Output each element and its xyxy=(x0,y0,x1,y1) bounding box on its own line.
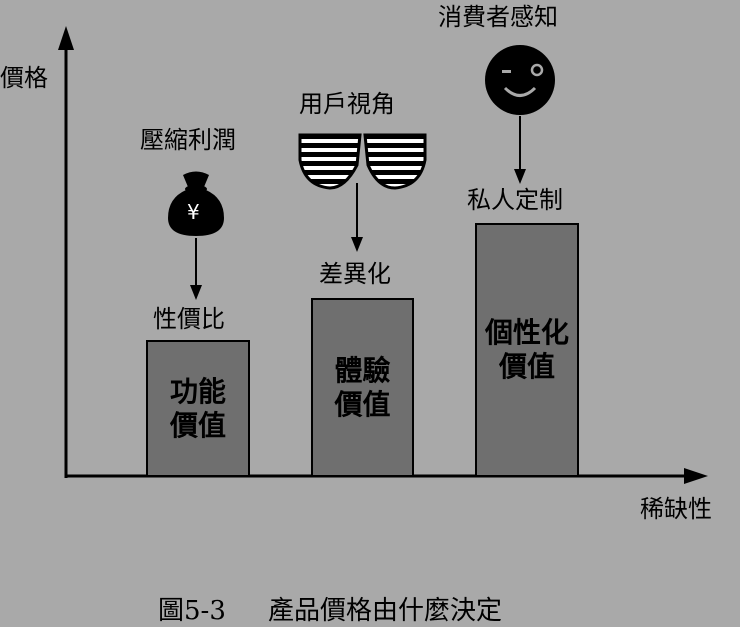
bar-3-line-1: 個性化 xyxy=(484,316,569,350)
bar-2-line-2: 價值 xyxy=(334,387,391,421)
winking-smiley-icon xyxy=(485,45,555,115)
driver-label-1: 壓縮利潤 xyxy=(140,126,236,154)
bar-personalized-value: 個性化 價值 xyxy=(475,223,579,477)
arrow-1 xyxy=(190,238,202,300)
bar-3-line-2: 價值 xyxy=(498,350,555,383)
figure-caption: 產品價格由什麼決定 xyxy=(268,596,503,626)
bar-2-line-1: 體驗 xyxy=(334,353,391,387)
bar-1-line-1: 功能 xyxy=(169,374,226,408)
arrow-2 xyxy=(351,183,363,252)
bar-experience-value: 體驗 價值 xyxy=(311,298,414,477)
x-axis-label: 稀缺性 xyxy=(640,495,712,523)
bar-top-label-1: 性價比 xyxy=(153,305,225,333)
y-axis xyxy=(58,26,74,478)
bar-top-label-2: 差異化 xyxy=(319,260,391,288)
striped-shutter-glasses-icon xyxy=(298,133,427,190)
bar-top-label-3: 私人定制 xyxy=(467,186,563,214)
driver-label-2: 用戶視角 xyxy=(299,90,395,118)
y-axis-label: 價格 xyxy=(0,64,48,92)
yen-symbol: ¥ xyxy=(187,200,200,224)
arrow-3 xyxy=(514,116,526,184)
driver-label-3: 消費者感知 xyxy=(438,3,558,31)
figure-number: 圖5-3 xyxy=(158,596,226,626)
bar-1-line-2: 價值 xyxy=(169,408,226,442)
money-bag-yen-icon xyxy=(168,171,224,236)
bar-functional-value: 功能 價值 xyxy=(146,340,250,477)
